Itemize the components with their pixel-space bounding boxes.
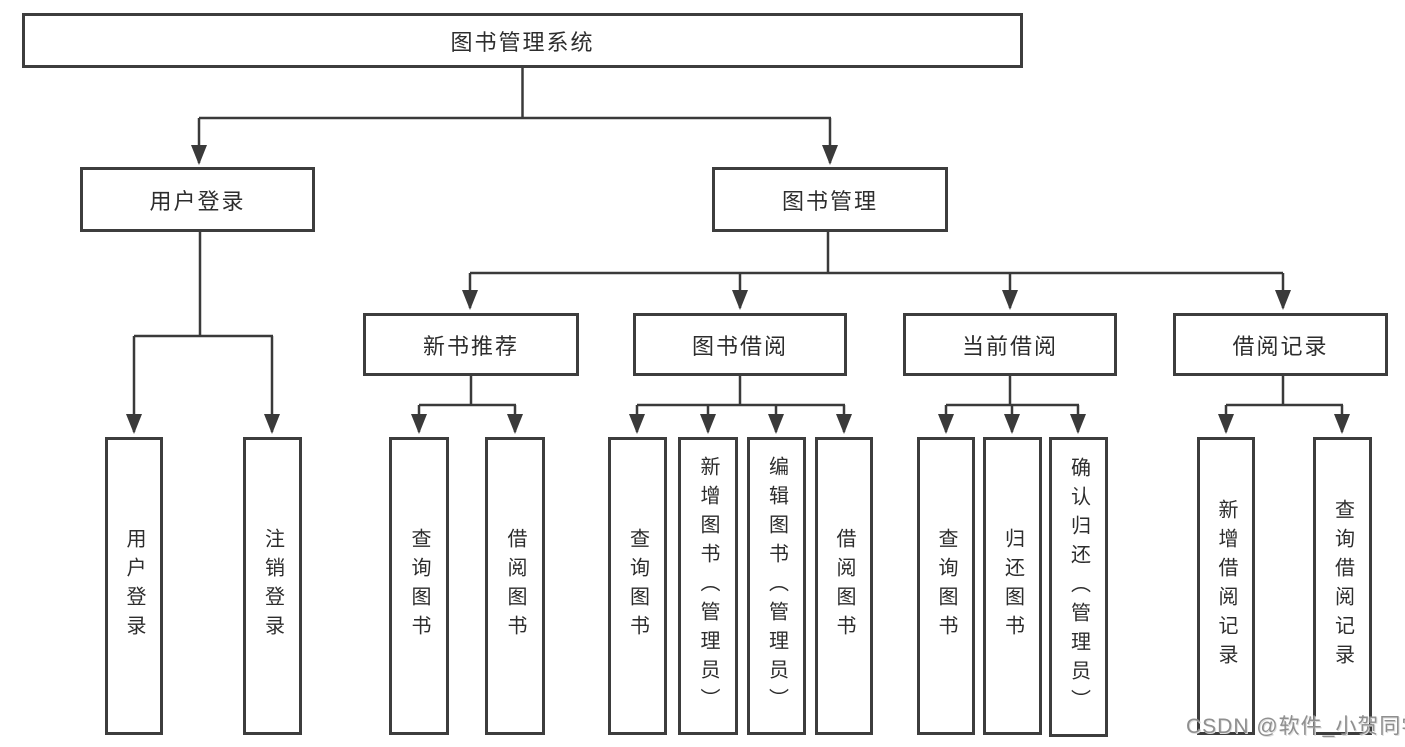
node-label: 借阅记录	[1232, 333, 1329, 359]
leaf-edit-book-admin: 编辑图书（管理员）	[747, 437, 806, 735]
leaf-logout: 注销登录	[243, 437, 302, 735]
leaf-search-books-borrowing: 查询图书	[608, 437, 667, 735]
leaf-search-books-current: 查询图书	[917, 437, 975, 735]
node-label: 查询图书	[408, 528, 430, 644]
node-label: 注销登录	[261, 528, 284, 644]
node-book-borrowing: 图书借阅	[633, 313, 847, 376]
leaf-confirm-return-admin: 确认归还（管理员）	[1049, 437, 1108, 737]
leaf-borrow-books-borrowing: 借阅图书	[815, 437, 873, 735]
node-label: 图书管理	[781, 188, 878, 214]
node-new-book-recommendation: 新书推荐	[363, 313, 579, 376]
node-label: 确认归还（管理员）	[1067, 456, 1090, 718]
csdn-watermark: CSDN @软件_小贺同学	[1186, 715, 1405, 738]
node-label: 归还图书	[1001, 528, 1024, 644]
node-label: 查询图书	[935, 528, 957, 644]
leaf-search-books-recommend: 查询图书	[389, 437, 449, 735]
leaf-user-login: 用户登录	[105, 437, 163, 735]
node-book-management: 图书管理	[712, 167, 948, 232]
node-current-borrowing: 当前借阅	[903, 313, 1117, 376]
node-label: 新增借阅记录	[1215, 499, 1237, 673]
node-label: 编辑图书（管理员）	[765, 455, 788, 717]
node-label: 查询借阅记录	[1331, 499, 1354, 673]
leaf-search-borrow-record: 查询借阅记录	[1313, 437, 1372, 735]
leaf-borrow-books-recommend: 借阅图书	[485, 437, 545, 735]
leaf-add-book-admin: 新增图书（管理员）	[678, 437, 738, 735]
node-label: 图书借阅	[691, 333, 788, 359]
node-borrowing-records: 借阅记录	[1173, 313, 1388, 376]
node-label: 用户登录	[123, 528, 145, 644]
node-label: 借阅图书	[833, 528, 855, 644]
node-label: 查询图书	[626, 528, 649, 644]
node-label: 新书推荐	[422, 333, 519, 359]
node-user-login: 用户登录	[80, 167, 315, 232]
node-label: 图书管理系统	[450, 29, 595, 55]
node-label: 用户登录	[149, 188, 246, 214]
node-label: 新增图书（管理员）	[697, 455, 719, 717]
node-library-management-system: 图书管理系统	[22, 13, 1023, 68]
node-label: 当前借阅	[961, 333, 1058, 359]
node-label: 借阅图书	[504, 528, 526, 644]
leaf-return-books: 归还图书	[983, 437, 1042, 735]
leaf-add-borrow-record: 新增借阅记录	[1197, 437, 1255, 735]
